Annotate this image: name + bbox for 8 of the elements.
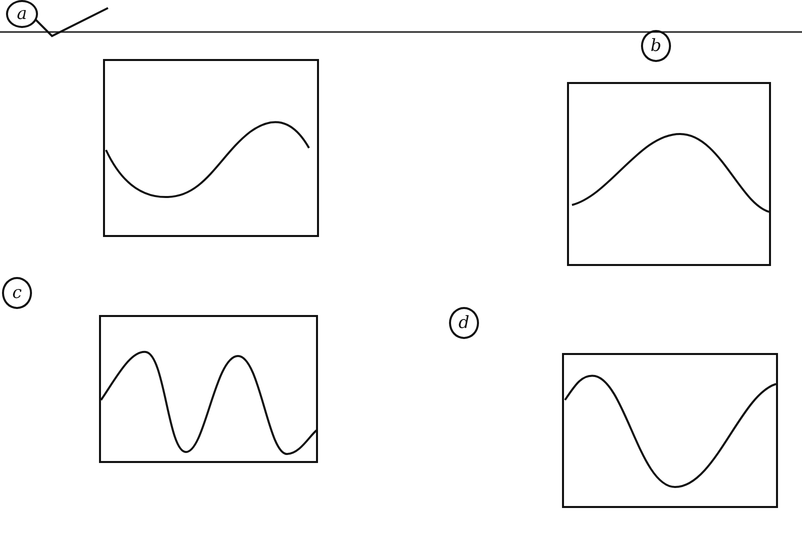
circled-letter xyxy=(6,0,38,28)
label-text: d xyxy=(458,313,470,333)
circled-letter xyxy=(449,307,479,339)
circled-letter xyxy=(641,30,671,62)
label-text: b xyxy=(650,36,662,56)
label-text: c xyxy=(12,283,22,303)
label-text: a xyxy=(16,4,28,24)
circled-letter xyxy=(2,277,32,309)
